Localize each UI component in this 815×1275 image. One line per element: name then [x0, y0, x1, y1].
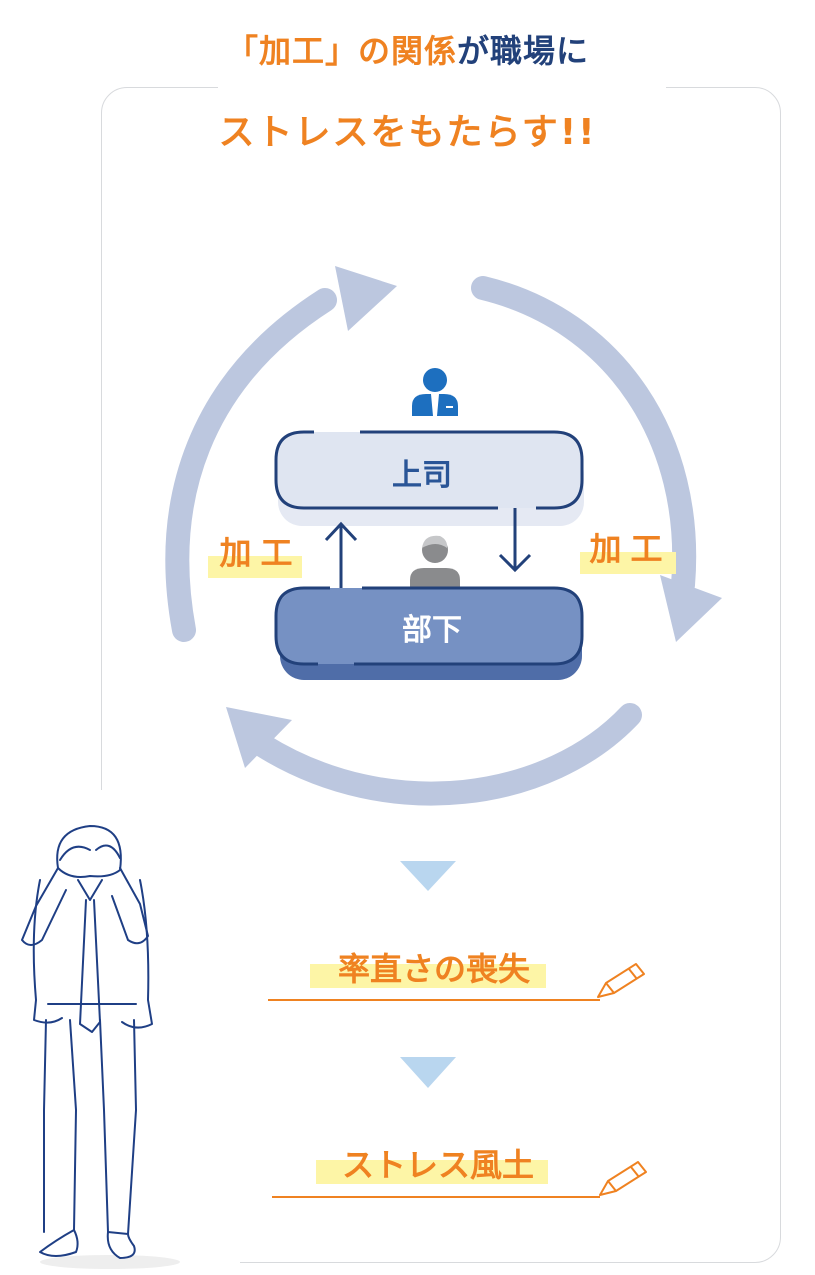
- down-triangle-1: [400, 861, 456, 891]
- pencil-icon: [597, 963, 645, 998]
- cycle-arrow-bottom: [250, 703, 642, 806]
- heading-line-1: 「加工」の関係が職場に: [0, 26, 815, 72]
- boss-label: 上司: [392, 459, 452, 492]
- subordinate-person-icon: [410, 535, 460, 590]
- pencil-icon: [599, 1161, 647, 1196]
- left-label: 加 工: [220, 535, 293, 571]
- cycle-arrow-right: [471, 276, 697, 597]
- stressed-businessman-illustration: [21, 825, 180, 1269]
- cycle-arrowhead-right: [660, 575, 722, 642]
- result-item-1: 率直さの喪失: [268, 951, 645, 1001]
- boss-box: 上司: [274, 430, 584, 526]
- subordinate-label: 部下: [402, 613, 462, 647]
- heading-part-1: 「加工」の関係: [225, 32, 457, 70]
- subordinate-box: 部下: [274, 586, 584, 680]
- upward-arrow: [324, 521, 358, 588]
- cycle-arrows: [165, 266, 722, 806]
- left-process-label: 加 工: [208, 535, 302, 578]
- result-label-1: 率直さの喪失: [338, 951, 531, 987]
- heading-line-2: ストレスをもたらす!!: [218, 112, 597, 153]
- cycle-arrow-top-left: [165, 288, 337, 642]
- heading-part-2: が職場に: [457, 32, 590, 70]
- cycle-arrowhead-top-left: [335, 266, 397, 331]
- title-background: [218, 70, 666, 160]
- result-item-2: ストレス風土: [272, 1147, 647, 1198]
- right-label: 加 工: [590, 531, 663, 567]
- boss-person-icon: [412, 368, 458, 416]
- result-label-2: ストレス風土: [342, 1147, 534, 1183]
- right-process-label: 加 工: [580, 531, 676, 574]
- downward-arrow: [498, 508, 532, 573]
- down-triangle-2: [400, 1057, 456, 1088]
- cycle-arrowhead-bottom: [226, 707, 292, 768]
